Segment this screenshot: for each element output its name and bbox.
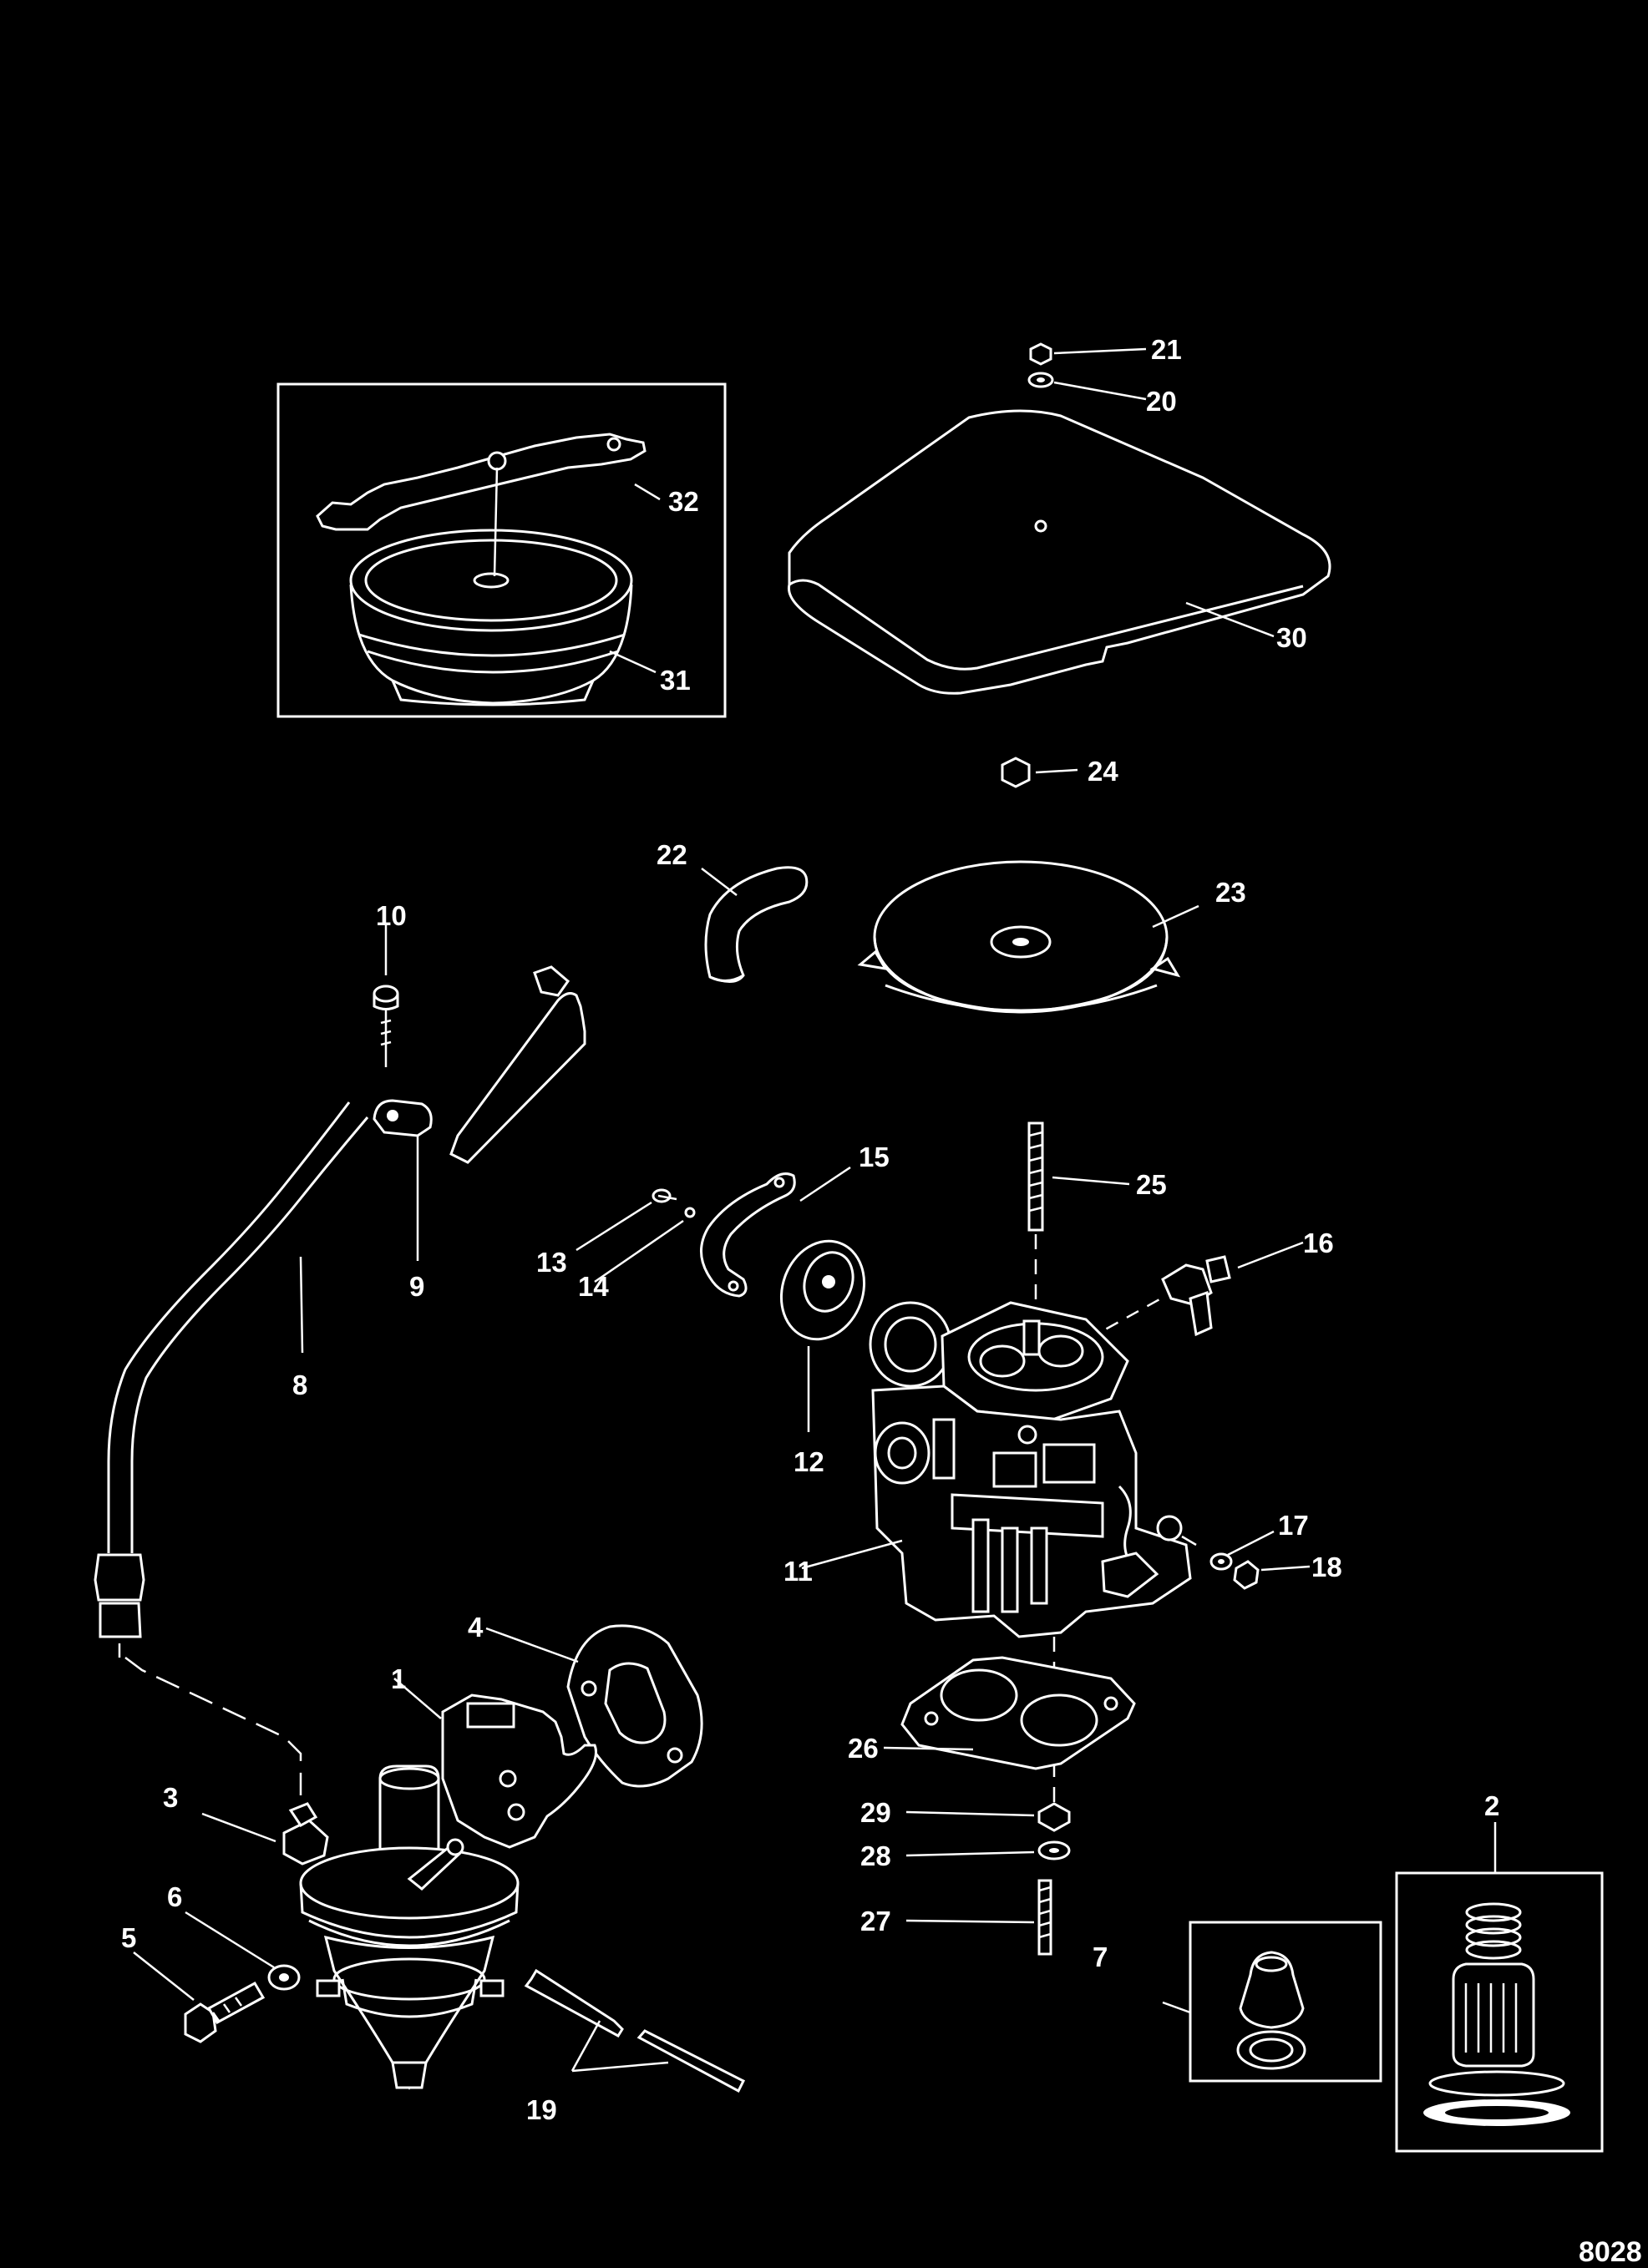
part-19-lines [524,1968,746,2093]
callout-21: 21 [1151,334,1182,365]
inset-part-7 [1162,1921,1382,2083]
callout-2: 2 [1484,1790,1499,1821]
choke-assembly [576,1166,866,1432]
callout-19: 19 [526,2094,557,2125]
callout-24: 24 [1088,756,1118,787]
parts-27-28-29 [905,1802,1071,1956]
callout-12: 12 [794,1446,824,1477]
parts-5-6 [133,1911,301,2043]
callout-3: 3 [163,1782,178,1813]
callout-11: 11 [783,1556,813,1587]
callout-7: 7 [1093,1941,1108,1972]
inset-flame-arrestor [276,382,727,718]
part-24-nut [1001,757,1078,788]
callout-9: 9 [409,1271,424,1302]
callout-31: 31 [660,665,691,696]
callout-17: 17 [1278,1510,1309,1541]
callout-8: 8 [292,1369,307,1400]
callout-13: 13 [536,1247,567,1278]
parts-17-18 [1209,1530,1311,1590]
callout-20: 20 [1146,386,1177,417]
callout-25: 25 [1136,1169,1167,1200]
callout-labels: 1 2 3 4 5 6 7 8 9 10 11 12 13 14 15 16 1… [121,334,1499,2125]
callout-14: 14 [578,1271,609,1302]
part-11-carburetor [801,1301,1197,1810]
callout-30: 30 [1276,622,1307,653]
callout-18: 18 [1311,1552,1342,1582]
callout-6: 6 [167,1881,182,1912]
callout-16: 16 [1303,1228,1334,1258]
callout-10: 10 [376,900,407,931]
part-1-fuel-pump [201,1678,597,2090]
callout-4: 4 [468,1612,484,1643]
callout-1: 1 [391,1663,406,1694]
callout-22: 22 [657,839,687,870]
part-25-stud [1027,1121,1130,1328]
callout-28: 28 [860,1840,891,1871]
callout-26: 26 [848,1733,879,1764]
callout-23: 23 [1215,877,1246,908]
callout-29: 29 [860,1797,891,1828]
part-4-gasket [485,1624,703,1788]
fuel-line-assembly [94,925,586,1658]
callout-5: 5 [121,1922,136,1953]
callout-32: 32 [668,486,699,517]
part-22-hose [701,866,809,983]
part-16-fitting [1085,1241,1304,1342]
part-26-gasket [883,1656,1136,1770]
cover-assembly [787,342,1331,695]
callout-15: 15 [859,1142,890,1172]
part-23-air-cleaner [857,860,1199,1014]
callout-27: 27 [860,1906,891,1936]
inset-part-2 [1395,1822,1604,2153]
reference-number: 8028 [1579,2236,1642,2268]
